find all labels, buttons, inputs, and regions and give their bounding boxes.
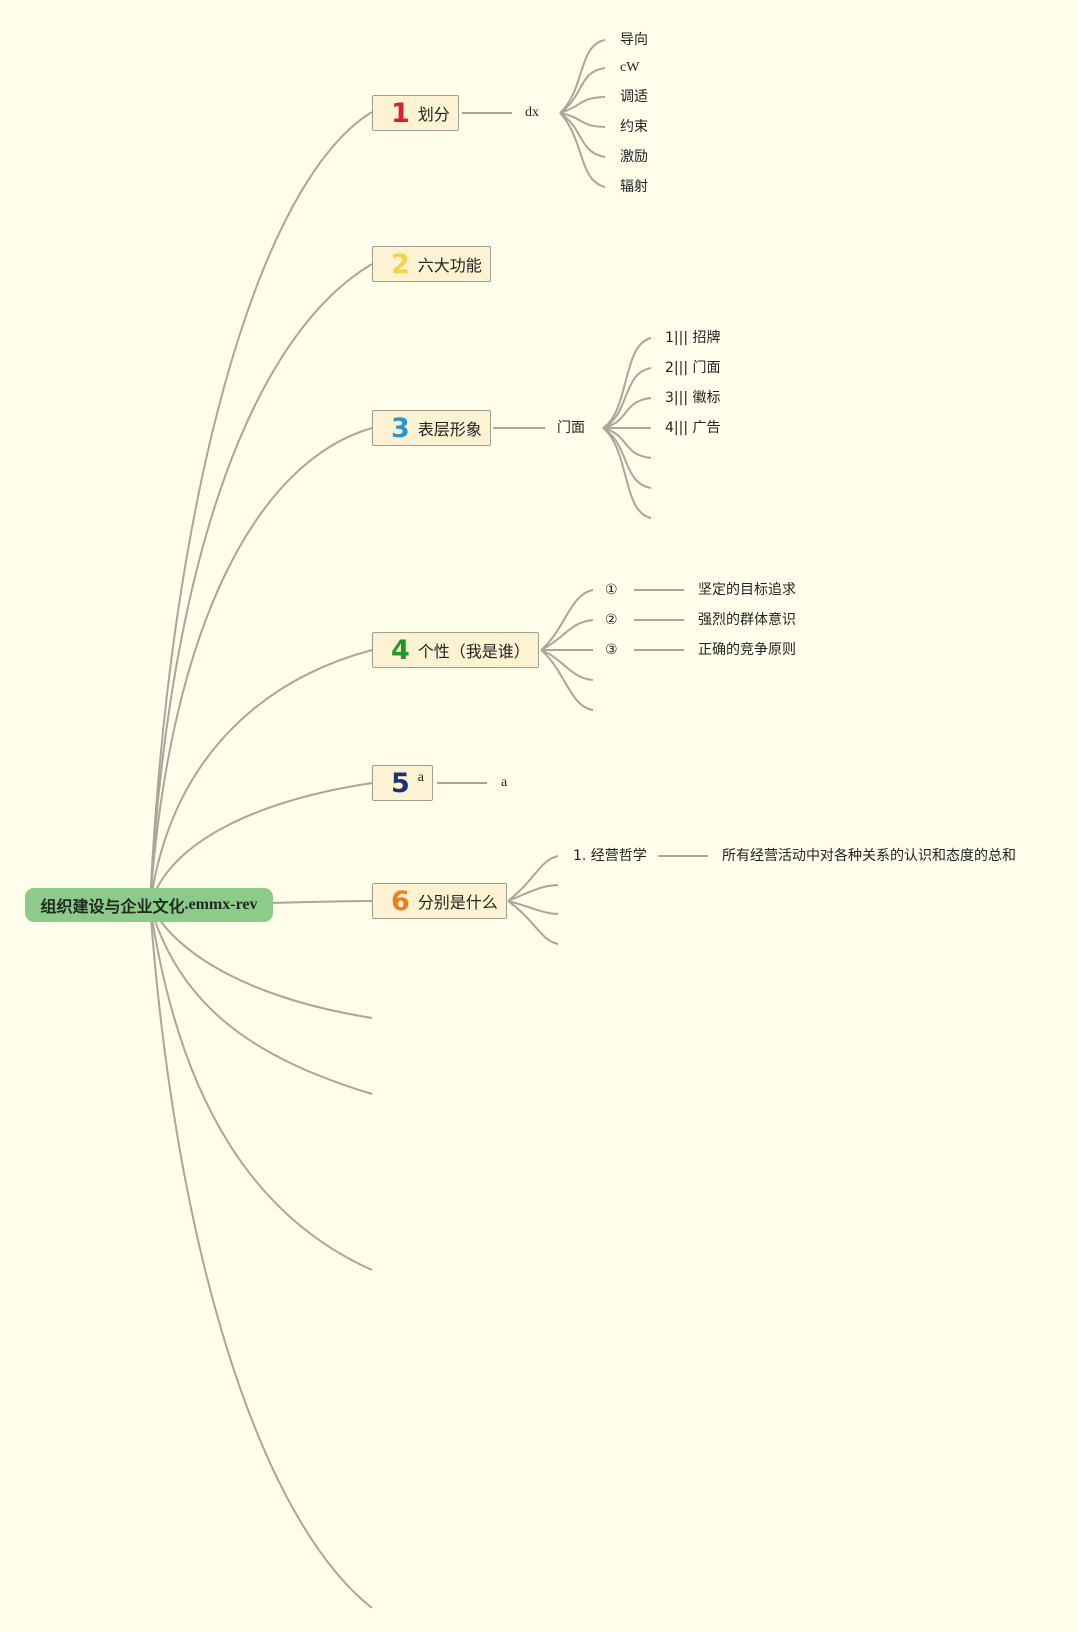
- topic-5-number: 5: [391, 767, 410, 799]
- topic-3-subtopic[interactable]: 门面: [557, 420, 585, 436]
- topic4-branches: [540, 589, 684, 711]
- topic-1[interactable]: 1 划分: [372, 95, 459, 131]
- topic6-branches: [507, 855, 708, 945]
- topic-5[interactable]: 5 a: [372, 765, 434, 801]
- topic-1-child-3[interactable]: 调适: [620, 89, 648, 105]
- topic-1-child-6[interactable]: 辐射: [620, 179, 648, 195]
- topic-5-subtopic[interactable]: a: [501, 775, 508, 790]
- topic1-branches: [462, 39, 606, 188]
- root-title: 组织建设与企业文化: [40, 897, 185, 916]
- topic-3-number: 3: [391, 412, 410, 444]
- topic-4-marker-2[interactable]: ②: [605, 612, 618, 628]
- topic-3-label: 表层形象: [417, 420, 482, 439]
- topic-2[interactable]: 2 六大功能: [372, 246, 491, 282]
- topic-4-number: 4: [391, 634, 410, 666]
- root-title-suffix: .emmx-rev: [184, 896, 258, 913]
- topic-1-child-5[interactable]: 激励: [620, 149, 648, 165]
- topic-6-marker-1[interactable]: 1. 经营哲学: [573, 848, 647, 864]
- topic-4-item-2[interactable]: 强烈的群体意识: [698, 612, 796, 628]
- root-topic[interactable]: 组织建设与企业文化.emmx-rev: [25, 888, 273, 922]
- topic-3-child-4[interactable]: 4||| 广告: [665, 420, 721, 436]
- topic-6-item-1[interactable]: 所有经营活动中对各种关系的认识和态度的总和: [722, 848, 1016, 864]
- topic-1-subtopic[interactable]: dx: [525, 105, 539, 120]
- topic-5-label: a: [417, 770, 425, 785]
- topic-3-child-2[interactable]: 2||| 门面: [665, 360, 721, 376]
- topic-1-child-4[interactable]: 约束: [620, 119, 648, 135]
- topic-1-number: 1: [391, 97, 410, 129]
- topic-4-item-3[interactable]: 正确的竞争原则: [698, 642, 796, 658]
- topic-6-number: 6: [391, 885, 410, 917]
- topic-3[interactable]: 3 表层形象: [372, 410, 491, 446]
- topic3-branches: [493, 337, 652, 519]
- topic-4-marker-3[interactable]: ③: [605, 642, 618, 658]
- topic-1-child-2[interactable]: cW: [620, 60, 640, 75]
- topic-1-child-1[interactable]: 导向: [620, 32, 648, 48]
- topic-3-child-1[interactable]: 1||| 招牌: [665, 330, 721, 346]
- topic-4-label: 个性（我是谁）: [417, 642, 530, 661]
- topic-4-marker-1[interactable]: ①: [605, 582, 618, 598]
- topic-6-label: 分别是什么: [417, 893, 498, 912]
- root-branches: [149, 111, 373, 1609]
- topic-1-label: 划分: [417, 105, 450, 124]
- topic-6[interactable]: 6 分别是什么: [372, 883, 507, 919]
- topic-2-number: 2: [391, 248, 410, 280]
- topic-3-child-3[interactable]: 3||| 徽标: [665, 390, 721, 406]
- topic-4-item-1[interactable]: 坚定的目标追求: [698, 582, 796, 598]
- topic-2-label: 六大功能: [417, 256, 482, 275]
- topic-4[interactable]: 4 个性（我是谁）: [372, 632, 539, 668]
